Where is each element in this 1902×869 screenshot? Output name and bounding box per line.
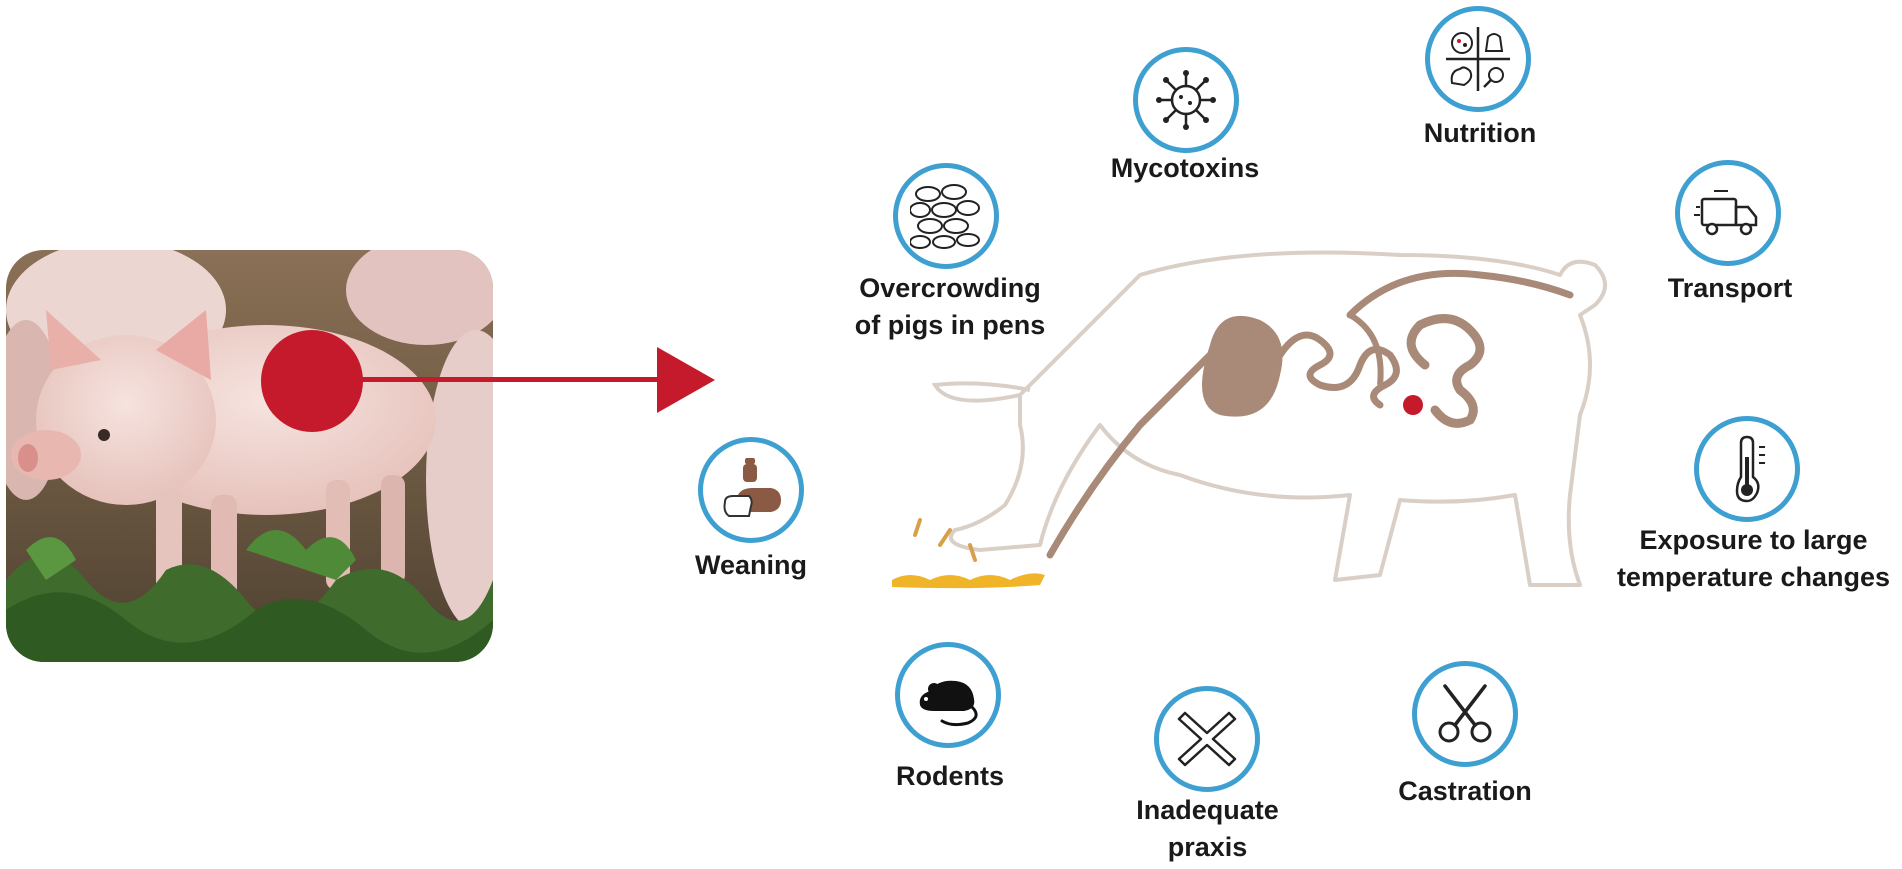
factor-label-transport: Transport <box>1667 273 1793 303</box>
factor-label-castration: Castration <box>1398 776 1532 806</box>
piglet-photo <box>6 250 493 662</box>
truck-icon <box>1675 160 1781 266</box>
pig-outline <box>948 250 1607 587</box>
factor-label-weaning: Weaning <box>694 550 807 580</box>
factor-label-praxis: Inadequate praxis <box>1136 795 1279 862</box>
bottle-sow-piglet-icon <box>698 437 804 543</box>
pig-digestive-diagram <box>892 250 1607 589</box>
feces <box>892 573 1045 589</box>
virus-icon <box>1133 47 1239 153</box>
factor-label-rodents: Rodents <box>896 761 1004 791</box>
crowded-pigs-icon <box>893 163 999 269</box>
thermometer-icon <box>1694 416 1800 522</box>
arrow-shaft <box>312 377 667 382</box>
food-groups-icon <box>1425 6 1531 112</box>
gut-location-marker <box>261 330 363 432</box>
factor-label-temperature: Exposure to large temperature changes <box>1616 525 1891 592</box>
lesion-spot <box>1403 395 1423 415</box>
rat-icon <box>895 642 1001 748</box>
x-cross-icon <box>1154 686 1260 792</box>
scissors-icon <box>1412 661 1518 767</box>
factor-label-overcrowding: Overcrowding of pigs in pens <box>854 273 1046 340</box>
stomach <box>1202 315 1283 417</box>
factor-label-mycotoxins: Mycotoxins <box>1110 153 1260 183</box>
arrow-head <box>657 347 715 413</box>
factor-label-nutrition: Nutrition <box>1423 118 1537 148</box>
